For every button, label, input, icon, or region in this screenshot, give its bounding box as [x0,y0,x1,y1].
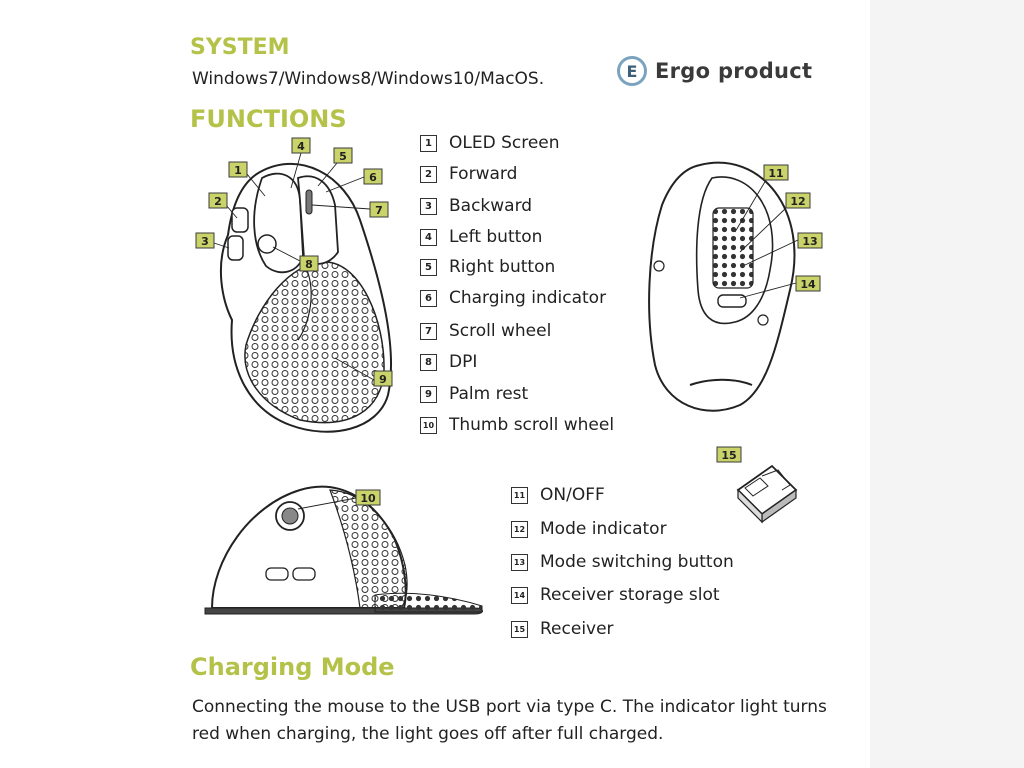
item-number: 4 [420,228,437,246]
callout-12: 12 [785,192,811,209]
callout-8: 8 [299,255,319,272]
mouse-side-illustration-icon [204,485,483,615]
callout-14: 14 [795,275,821,292]
mouse-bottom-illustration-icon [648,161,796,412]
callout-15: 15 [716,446,742,463]
item-number: 15 [511,620,528,638]
item-number: 2 [420,165,437,183]
function-item: 12 Mode indicator [511,519,667,539]
svg-text:6: 6 [369,171,377,184]
callout-11: 11 [763,164,789,181]
item-label: Scroll wheel [449,321,552,341]
item-number: 1 [420,134,437,152]
item-label: Mode switching button [540,552,734,572]
function-item: 6 Charging indicator [420,288,606,308]
function-item: 3 Backward [420,196,532,216]
item-number: 9 [420,385,437,403]
svg-text:2: 2 [214,195,222,208]
svg-text:14: 14 [800,278,816,291]
svg-text:1: 1 [234,164,242,177]
function-item: 9 Palm rest [420,384,528,404]
callout-7: 7 [369,201,389,218]
system-heading: SYSTEM [190,35,290,60]
svg-text:3: 3 [201,235,209,248]
usb-receiver-illustration-icon [736,464,798,524]
function-item: 8 DPI [420,352,477,372]
callout-10: 10 [355,489,381,506]
function-list-secondary: 11 ON/OFF 12 Mode indicator 13 Mode switchi… [511,485,771,645]
function-item: 1 OLED Screen [420,133,560,153]
item-number: 8 [420,353,437,371]
mouse-front-illustration-icon [219,162,393,433]
svg-text:13: 13 [802,235,817,248]
charging-heading: Charging Mode [190,653,395,681]
item-label: Forward [449,164,518,184]
svg-text:12: 12 [790,195,805,208]
callout-2: 2 [208,192,228,209]
function-item: 7 Scroll wheel [420,321,551,341]
item-label: Charging indicator [449,288,607,308]
item-label: Right button [449,257,556,277]
svg-text:4: 4 [297,140,305,153]
svg-text:8: 8 [305,258,313,271]
item-label: Thumb scroll wheel [449,415,615,435]
item-number: 10 [420,416,437,434]
function-item: 2 Forward [420,164,517,184]
item-label: Receiver storage slot [540,585,720,605]
e-circle-logo-icon: E [617,56,647,86]
function-item: 14 Receiver storage slot [511,585,720,605]
callout-13: 13 [797,232,823,249]
brand-name: Ergo product [655,59,813,83]
item-label: Backward [449,196,533,216]
page-margin-strip [870,0,1024,768]
system-os-list: Windows7/Windows8/Windows10/MacOS. [192,69,545,89]
item-number: 6 [420,289,437,307]
item-label: Mode indicator [540,519,667,539]
callout-6: 6 [363,168,383,185]
svg-text:9: 9 [379,373,387,386]
function-item: 10 Thumb scroll wheel [420,415,614,435]
item-label: Left button [449,227,543,247]
item-label: ON/OFF [540,485,605,505]
svg-text:15: 15 [721,449,736,462]
item-number: 12 [511,520,528,538]
function-item: 13 Mode switching button [511,552,734,572]
brand-logo: E Ergo product [617,56,812,86]
item-label: Palm rest [449,384,529,404]
function-item: 4 Left button [420,227,542,247]
item-label: Receiver [540,619,614,639]
function-item: 15 Receiver [511,619,614,639]
item-number: 11 [511,486,528,504]
svg-text:7: 7 [375,204,383,217]
item-label: DPI [449,352,478,372]
functions-heading: FUNCTIONS [190,105,347,133]
function-item: 5 Right button [420,257,555,277]
function-list: 1 OLED Screen 2 Forward 3 Backward 4 Left bu… [420,133,680,443]
item-number: 3 [420,197,437,215]
svg-text:11: 11 [768,167,783,180]
callout-4: 4 [291,137,311,154]
svg-text:5: 5 [339,150,347,163]
item-label: OLED Screen [449,133,560,153]
charging-description: Connecting the mouse to the USB port via… [192,697,827,744]
item-number: 5 [420,258,437,276]
callout-5: 5 [333,147,353,164]
item-number: 14 [511,586,528,604]
item-number: 13 [511,553,528,571]
callout-3: 3 [195,232,215,249]
leader-lines [213,152,799,510]
item-number: 7 [420,322,437,340]
callout-1: 1 [228,161,248,178]
function-item: 11 ON/OFF [511,485,605,505]
svg-text:10: 10 [360,492,376,505]
callout-9: 9 [373,370,393,387]
